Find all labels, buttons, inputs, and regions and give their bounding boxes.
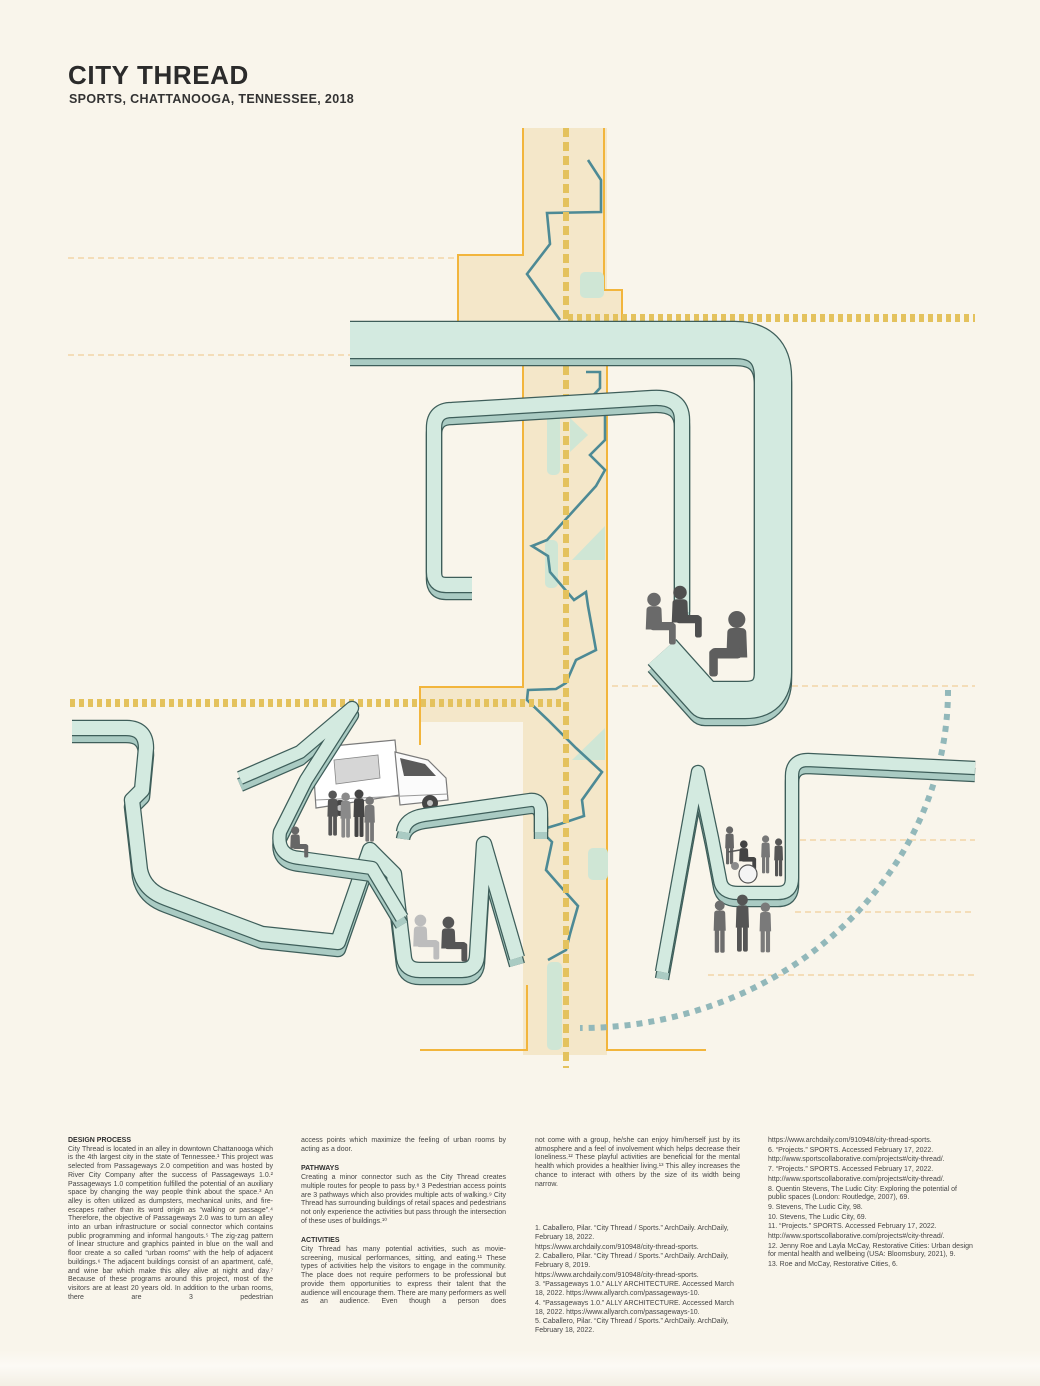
bass-drum (738, 864, 758, 884)
truck-windshield (400, 758, 436, 776)
reference-url: https://www.archdaily.com/910948/city-th… (768, 1137, 932, 1144)
floor-graphic (547, 403, 560, 475)
reference-entry: 10. Stevens, The Ludic City, 69. (768, 1213, 867, 1221)
text-column-3: not come with a group, he/she can enjoy … (535, 1137, 740, 1337)
reference-entry: 12. Jenny Roe and Layla McCay, Restorati… (768, 1242, 973, 1259)
section-heading-activities: ACTIVITIES (301, 1237, 340, 1245)
reference-url: https://www.archdaily.com/910948/city-th… (535, 1271, 699, 1279)
reference-url: https://www.archdaily.com/910948/city-th… (535, 1243, 699, 1251)
reference-entry: 6. “Projects.” SPORTS. Accessed February… (768, 1146, 934, 1154)
section-heading-design-process: DESIGN PROCESS (68, 1137, 132, 1144)
truck-hubcap (427, 800, 433, 806)
floor-graphic (588, 848, 608, 880)
alley-edges (419, 128, 706, 1051)
reference-entry: 8. Quentin Stevens, The Ludic City: Expl… (768, 1185, 957, 1202)
person-standing (761, 835, 770, 874)
band-performing (725, 826, 783, 884)
text-column-1: DESIGN PROCESS City Thread is located in… (68, 1137, 273, 1302)
poster-title: CITY THREAD (68, 60, 249, 90)
truck-trim (315, 793, 449, 801)
poster-subtitle: SPORTS, CHATTANOOGA, TENNESSEE, 2018 (69, 92, 355, 106)
floor-graphic (580, 272, 604, 298)
bench-truck-zigzag (240, 708, 402, 925)
reference-entry: 2. Caballero, Pilar. “City Thread / Spor… (535, 1253, 729, 1270)
people-sitting-west-bench (413, 914, 468, 962)
blue-zigzag-line (525, 159, 603, 321)
floor-graphic (572, 526, 605, 560)
activities-text-continued: not come with a group, he/she can enjoy … (535, 1137, 740, 1188)
activities-text: City Thread has many potential activitie… (301, 1246, 506, 1306)
pedestrian-access-arc (579, 689, 951, 1031)
text-column-4: https://www.archdaily.com/910948/city-th… (768, 1137, 973, 1271)
floor-graphic (570, 418, 588, 452)
references-list-continued: https://www.archdaily.com/910948/city-th… (768, 1137, 973, 1270)
alley-edge (457, 128, 524, 335)
site-diagram (0, 128, 1040, 1068)
person-sitting (413, 914, 440, 960)
reference-entry: 5. Caballero, Pilar. “City Thread / Spor… (535, 1318, 729, 1334)
reference-url: http://www.sportscollaborative.com/proje… (768, 1233, 945, 1241)
truck-serving-window (333, 754, 381, 785)
bench-east-stage (662, 760, 975, 979)
reference-url: http://www.sportscollaborative.com/proje… (768, 1175, 945, 1183)
reference-entry: 7. “Projects.” SPORTS. Accessed February… (768, 1166, 934, 1174)
design-process-text: City Thread is located in an alley in do… (68, 1145, 273, 1301)
alley-edge (419, 360, 524, 745)
section-heading-pathways: PATHWAYS (301, 1165, 339, 1173)
reference-entry: 9. Stevens, The Ludic City, 98. (768, 1203, 863, 1211)
alley-entry-west (420, 687, 523, 722)
reference-entry: 1. Caballero, Pilar. “City Thread / Spor… (535, 1225, 729, 1241)
alley-edge (420, 985, 528, 1051)
person-sitting (645, 592, 676, 645)
design-process-text-continued: access points which maximize the feeling… (301, 1137, 506, 1153)
floor-graphic (547, 962, 562, 1050)
pathways-text: Creating a minor connector such as the C… (301, 1174, 506, 1225)
person-standing (759, 902, 772, 953)
alley-edge (603, 128, 623, 330)
reference-entry: 4. “Passageways 1.0.” ALLY ARCHITECTURE.… (535, 1299, 734, 1316)
blue-zigzag-line (525, 370, 607, 962)
text-column-2: access points which maximize the feeling… (301, 1137, 506, 1307)
person-sitting (441, 916, 468, 962)
bench-top-face (240, 708, 402, 918)
snare-drum (731, 862, 739, 870)
reference-entry: 13. Roe and McCay, Restorative Cities, 6… (768, 1261, 898, 1269)
reference-url: http://www.sportscollaborative.com/proje… (768, 1156, 945, 1164)
person-standing (774, 838, 783, 877)
references-list: 1. Caballero, Pilar. “City Thread / Spor… (535, 1225, 740, 1335)
reference-entry: 3. “Passageways 1.0.” ALLY ARCHITECTURE.… (535, 1281, 734, 1298)
alley-edge (606, 360, 706, 1051)
reference-entry: 11. “Projects.” SPORTS. Accessed Februar… (768, 1223, 937, 1231)
person-standing (725, 826, 734, 865)
person-standing (713, 900, 726, 953)
person-standing (364, 796, 375, 842)
cymbal (727, 849, 741, 853)
footer-band (0, 1350, 1040, 1386)
person-sitting (709, 610, 748, 677)
